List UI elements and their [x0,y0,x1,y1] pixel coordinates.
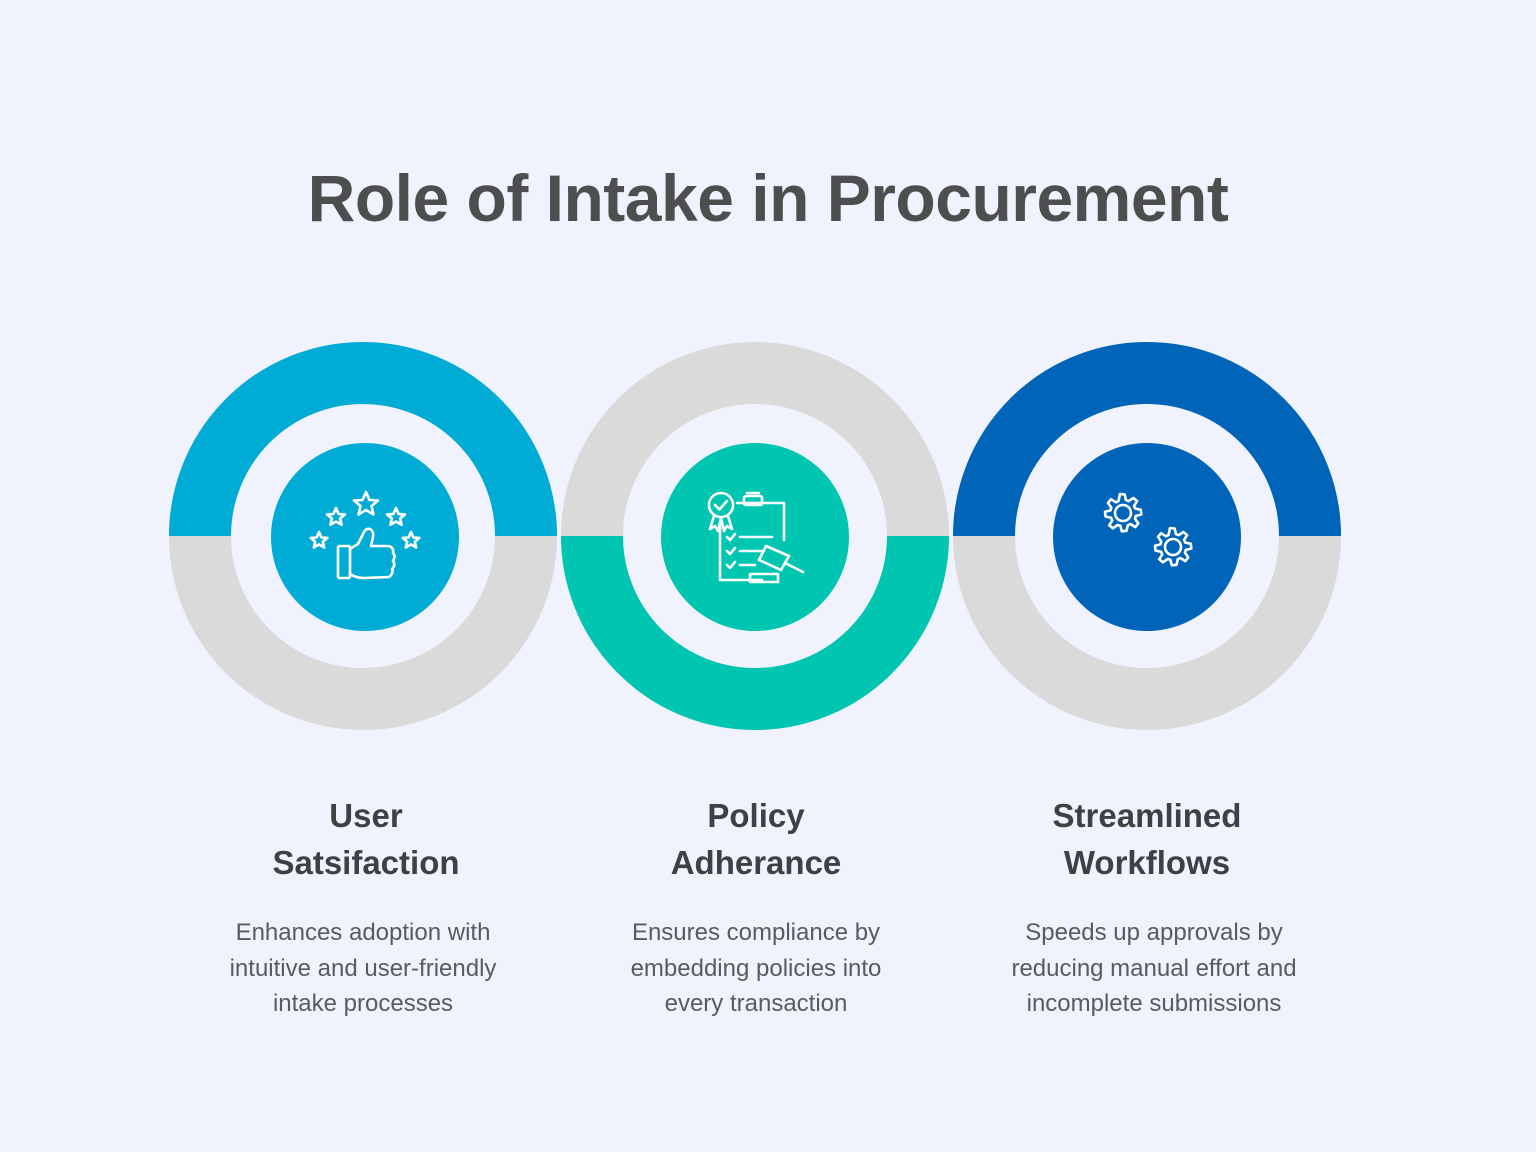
description-line: embedding policies into [630,954,882,982]
item-description-policy-adherance: Ensures compliance by embedding policies… [576,915,936,1022]
item-description-user-satisfaction: Enhances adoption with intuitive and use… [183,915,543,1022]
ring-highlight-bottom [561,535,949,730]
item-title-policy-adherance: Policy Adherance [576,792,936,886]
item-description-streamlined-workflows: Speeds up approvals by reducing manual e… [974,915,1334,1022]
icon-disc [271,443,459,631]
item-title-line: Workflows [1063,844,1231,881]
item-title-line: Adherance [670,844,842,881]
ring-highlight-top [169,342,557,537]
description-line: Enhances adoption with [235,919,491,946]
gears-icon [1103,492,1193,567]
item-title-line: Policy [707,797,805,834]
ring-highlight-top [953,342,1341,537]
description-line: every transaction [664,990,848,1017]
description-line: incomplete submissions [1026,990,1282,1017]
page-title: Role of Intake in Procurement [307,161,1229,235]
description-line: intuitive and user-friendly [229,954,497,982]
clipboard-gavel-icon [707,491,805,584]
icon-disc [1053,443,1241,631]
thumbs-up-stars-icon [309,490,421,580]
item-title-line: Satsifaction [272,844,460,881]
description-line: Ensures compliance by [631,919,881,946]
item-title-line: Streamlined [1052,797,1242,834]
ring-user-satisfaction [169,342,557,730]
description-line: reducing manual effort and [1011,954,1297,982]
ring-streamlined-workflows [953,342,1341,730]
item-title-line: User [329,797,403,834]
item-title-user-satisfaction: User Satsifaction [186,792,546,886]
description-line: intake processes [272,990,454,1017]
description-line: Speeds up approvals by [1025,919,1283,946]
item-title-streamlined-workflows: Streamlined Workflows [967,792,1327,886]
